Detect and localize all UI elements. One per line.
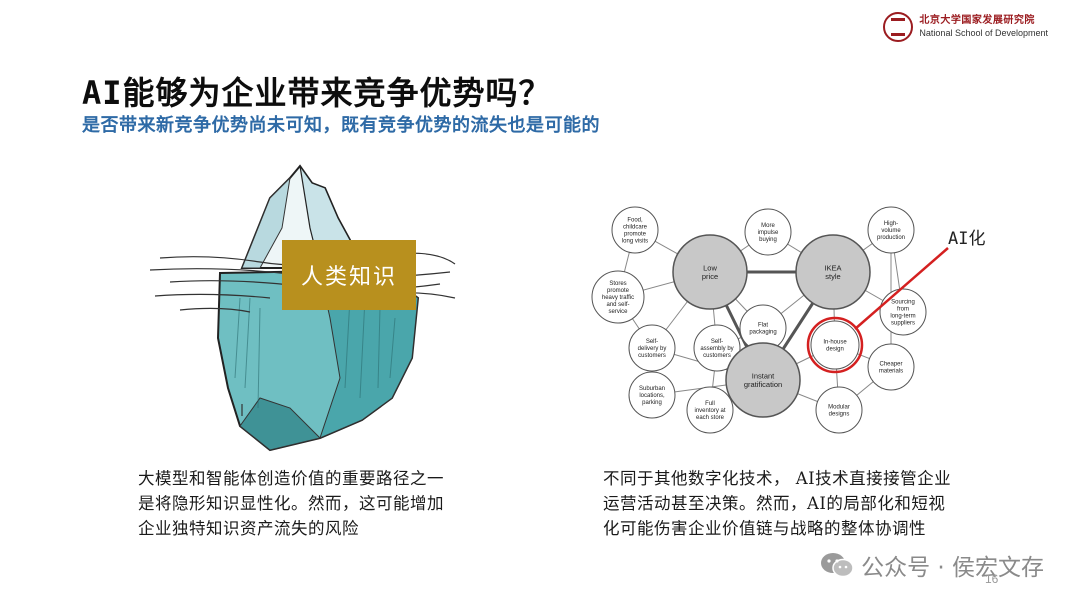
diagram-node-label: Sourcing [891,300,915,306]
caption-right-line: 运营活动甚至决策。然而，AI的局部化和短视 [603,494,946,513]
diagram-node-label: suppliers [891,321,915,327]
watermark-text: 公众号 · 侯宏文存 [861,555,1044,581]
diagram-node-label: buying [759,237,777,243]
slide-subtitle: 是否带来新竞争优势尚未可知，既有竞争优势的流失也是可能的 [82,115,600,136]
iceberg-illustration [150,164,456,452]
diagram-node-label: IKEA [824,263,841,272]
diagram-node-label: inventory at [694,408,725,414]
diagram-node-label: volume [881,228,901,234]
institution-name-cn: 北京大学国家发展研究院 [919,15,1035,26]
diagram-node-label: Low [703,263,717,272]
ai-transformation-label: AI化 [948,229,986,249]
caption-right-line: 化可能伤害企业价值链与战略的整体协调性 [603,519,926,538]
diagram-node-label: price [702,272,718,281]
diagram-node-label: customers [703,353,731,359]
diagram-node-label: Instant [752,371,775,380]
diagram-node-label: design [826,347,844,353]
diagram-node-label: promote [624,232,647,238]
caption-left-line: 大模型和智能体创造价值的重要路径之一 [138,469,444,488]
diagram-node-label: Suburban [639,386,665,392]
diagram-node-label: materials [879,369,903,375]
diagram-node-label: childcare [623,225,648,231]
diagram-node-label: and self- [606,302,629,308]
caption-right-line: 不同于其他数字化技术， AI技术直接接管企业 [603,469,952,488]
diagram-node-label: impulse [758,230,779,236]
diagram-node-label: Food, [627,218,643,224]
diagram-node-label: parking [642,400,662,406]
diagram-node-label: High- [884,221,898,227]
diagram-node-label: production [877,235,905,241]
diagram-node-label: from [897,307,909,313]
diagram-node-label: More [761,223,775,229]
diagram-node-label: long visits [622,239,648,245]
diagram-node-label: Flat [758,323,768,329]
diagram-node-label: Full [705,401,715,407]
diagram-node-label: designs [829,412,850,418]
caption-left-line: 是将隐形知识显性化。然而，这可能增加 [138,494,444,513]
diagram-node-label: gratification [744,380,782,389]
diagram-node-label: style [825,272,840,281]
diagram-node-label: Modular [828,405,850,411]
institution-logo: 北京大学国家发展研究院 National School of Developme… [883,10,1048,44]
diagram-node-label: heavy traffic [602,295,634,301]
diagram-node-label: customers [638,353,666,359]
watermark: 公众号 · 侯宏文存 [819,548,1044,582]
wechat-icon [821,553,854,578]
caption-left-line: 企业独特知识资产流失的风险 [138,519,359,538]
slide-title: AI能够为企业带来竞争优势吗？ [82,74,552,112]
diagram-node-label: locations, [639,393,665,399]
diagram-node-label: Stores [609,281,626,287]
diagram-node-label: each store [696,415,725,421]
caption-right: 不同于其他数字化技术， AI技术直接接管企业 运营活动甚至决策。然而，AI的局部… [603,466,1033,541]
diagram-node-label: In-house [823,340,847,346]
diagram-node-label: assembly by [700,346,733,352]
institution-name-en: National School of Development [919,28,1048,38]
diagram-node-label: Self- [646,339,658,345]
diagram-node-label: service [608,309,628,315]
diagram-node-label: long-term [890,314,915,320]
highlight-ring [806,316,864,374]
diagram-node-label: packaging [749,330,776,336]
page-number: 16 [985,572,999,586]
diagram-node-label: Cheaper [879,362,902,368]
human-knowledge-label: 人类知识 [282,240,416,310]
caption-left: 大模型和智能体创造价值的重要路径之一 是将隐形知识显性化。然而，这可能增加 企业… [138,466,518,541]
pku-seal-icon [883,12,914,42]
highlight-pointer [854,247,949,330]
diagram-node-label: Self- [711,339,723,345]
diagram-node-label: delivery by [638,346,667,352]
diagram-node-label: promote [607,288,630,294]
